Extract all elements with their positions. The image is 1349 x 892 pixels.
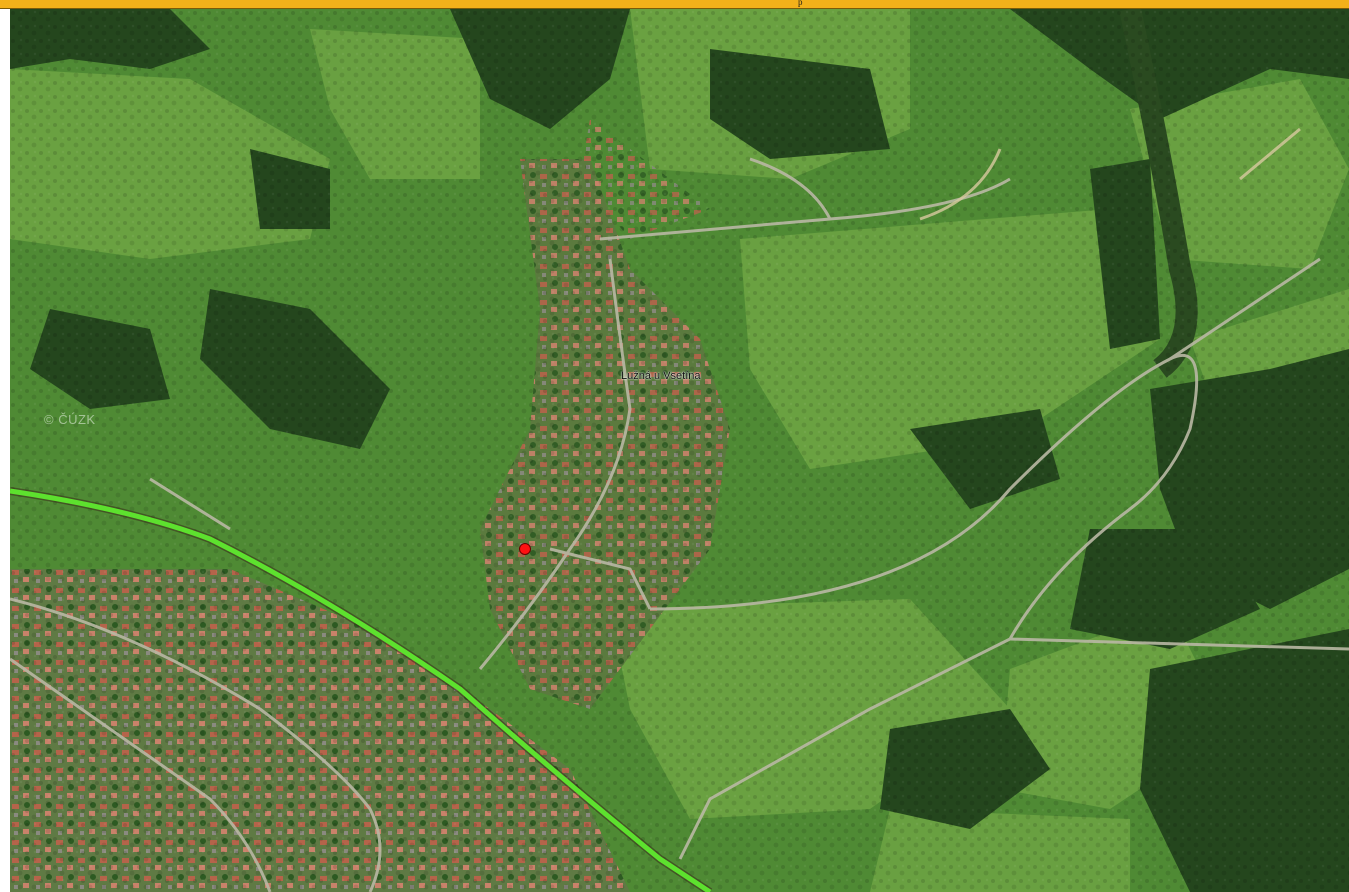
location-marker-icon[interactable] [519, 543, 531, 555]
highlighted-rail-line [10, 488, 712, 892]
aerial-imagery [10, 9, 1349, 892]
left-panel-edge [0, 9, 10, 892]
toolbar-label: p [798, 0, 803, 7]
map-viewport[interactable]: Lužná u Vsetína © ČÚZK [10, 9, 1349, 892]
roads [10, 157, 1349, 892]
top-toolbar: p [0, 0, 1349, 9]
place-label: Lužná u Vsetína [621, 370, 701, 382]
copyright-watermark: © ČÚZK [44, 412, 96, 427]
